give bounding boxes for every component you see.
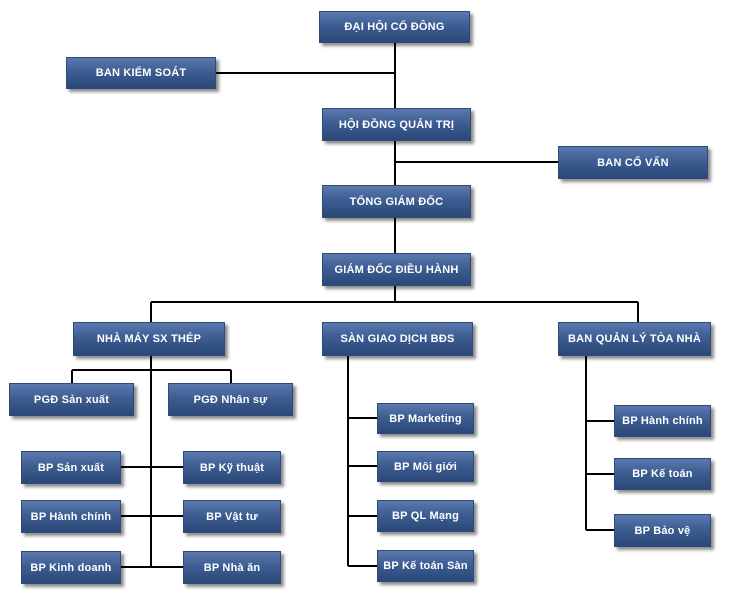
node-bp-ke-toan-san: BP Kế toán Sàn bbox=[377, 550, 474, 582]
node-bp-bao-ve: BP Bảo vệ bbox=[614, 514, 711, 547]
node-bp-vat-tu: BP Vật tư bbox=[183, 500, 281, 533]
node-bp-ke-toan-quan-ly: BP Kế toán bbox=[614, 458, 711, 490]
node-pgd-san-xuat: PGĐ Sản xuất bbox=[9, 383, 134, 416]
node-dai-hoi-co-dong: ĐẠI HỘI CỔ ĐÔNG bbox=[319, 11, 470, 43]
node-nha-may-sx-thep: NHÀ MÁY SX THÉP bbox=[73, 322, 225, 356]
node-ban-quan-ly-toa-nha: BAN QUẢN LÝ TÒA NHÀ bbox=[558, 322, 711, 356]
node-bp-ql-mang: BP QL Mạng bbox=[377, 500, 474, 532]
node-ban-kiem-soat: BAN KIỂM SOÁT bbox=[66, 57, 216, 89]
node-bp-kinh-doanh: BP Kinh doanh bbox=[21, 551, 121, 584]
node-bp-san-xuat: BP Sản xuất bbox=[21, 451, 121, 484]
node-bp-hanh-chinh-quan-ly: BP Hành chính bbox=[614, 405, 711, 437]
node-bp-hanh-chinh-nha-may: BP Hành chính bbox=[21, 500, 121, 533]
node-hoi-dong-quan-tri: HỘI ĐỒNG QUẢN TRỊ bbox=[322, 108, 471, 141]
node-bp-moi-gioi: BP Môi giới bbox=[377, 451, 474, 482]
node-giam-doc-dieu-hanh: GIÁM ĐỐC ĐIỀU HÀNH bbox=[322, 253, 471, 286]
node-bp-marketing: BP Marketing bbox=[377, 403, 474, 434]
node-san-giao-dich-bds: SÀN GIAO DỊCH BĐS bbox=[322, 322, 473, 356]
node-ban-co-van: BAN CỐ VẤN bbox=[558, 146, 708, 179]
node-bp-ky-thuat: BP Kỹ thuật bbox=[183, 451, 281, 484]
node-tong-giam-doc: TỔNG GIÁM ĐỐC bbox=[322, 185, 471, 218]
node-bp-nha-an: BP Nhà ăn bbox=[183, 551, 281, 584]
node-pgd-nhan-su: PGĐ Nhân sự bbox=[168, 383, 293, 416]
